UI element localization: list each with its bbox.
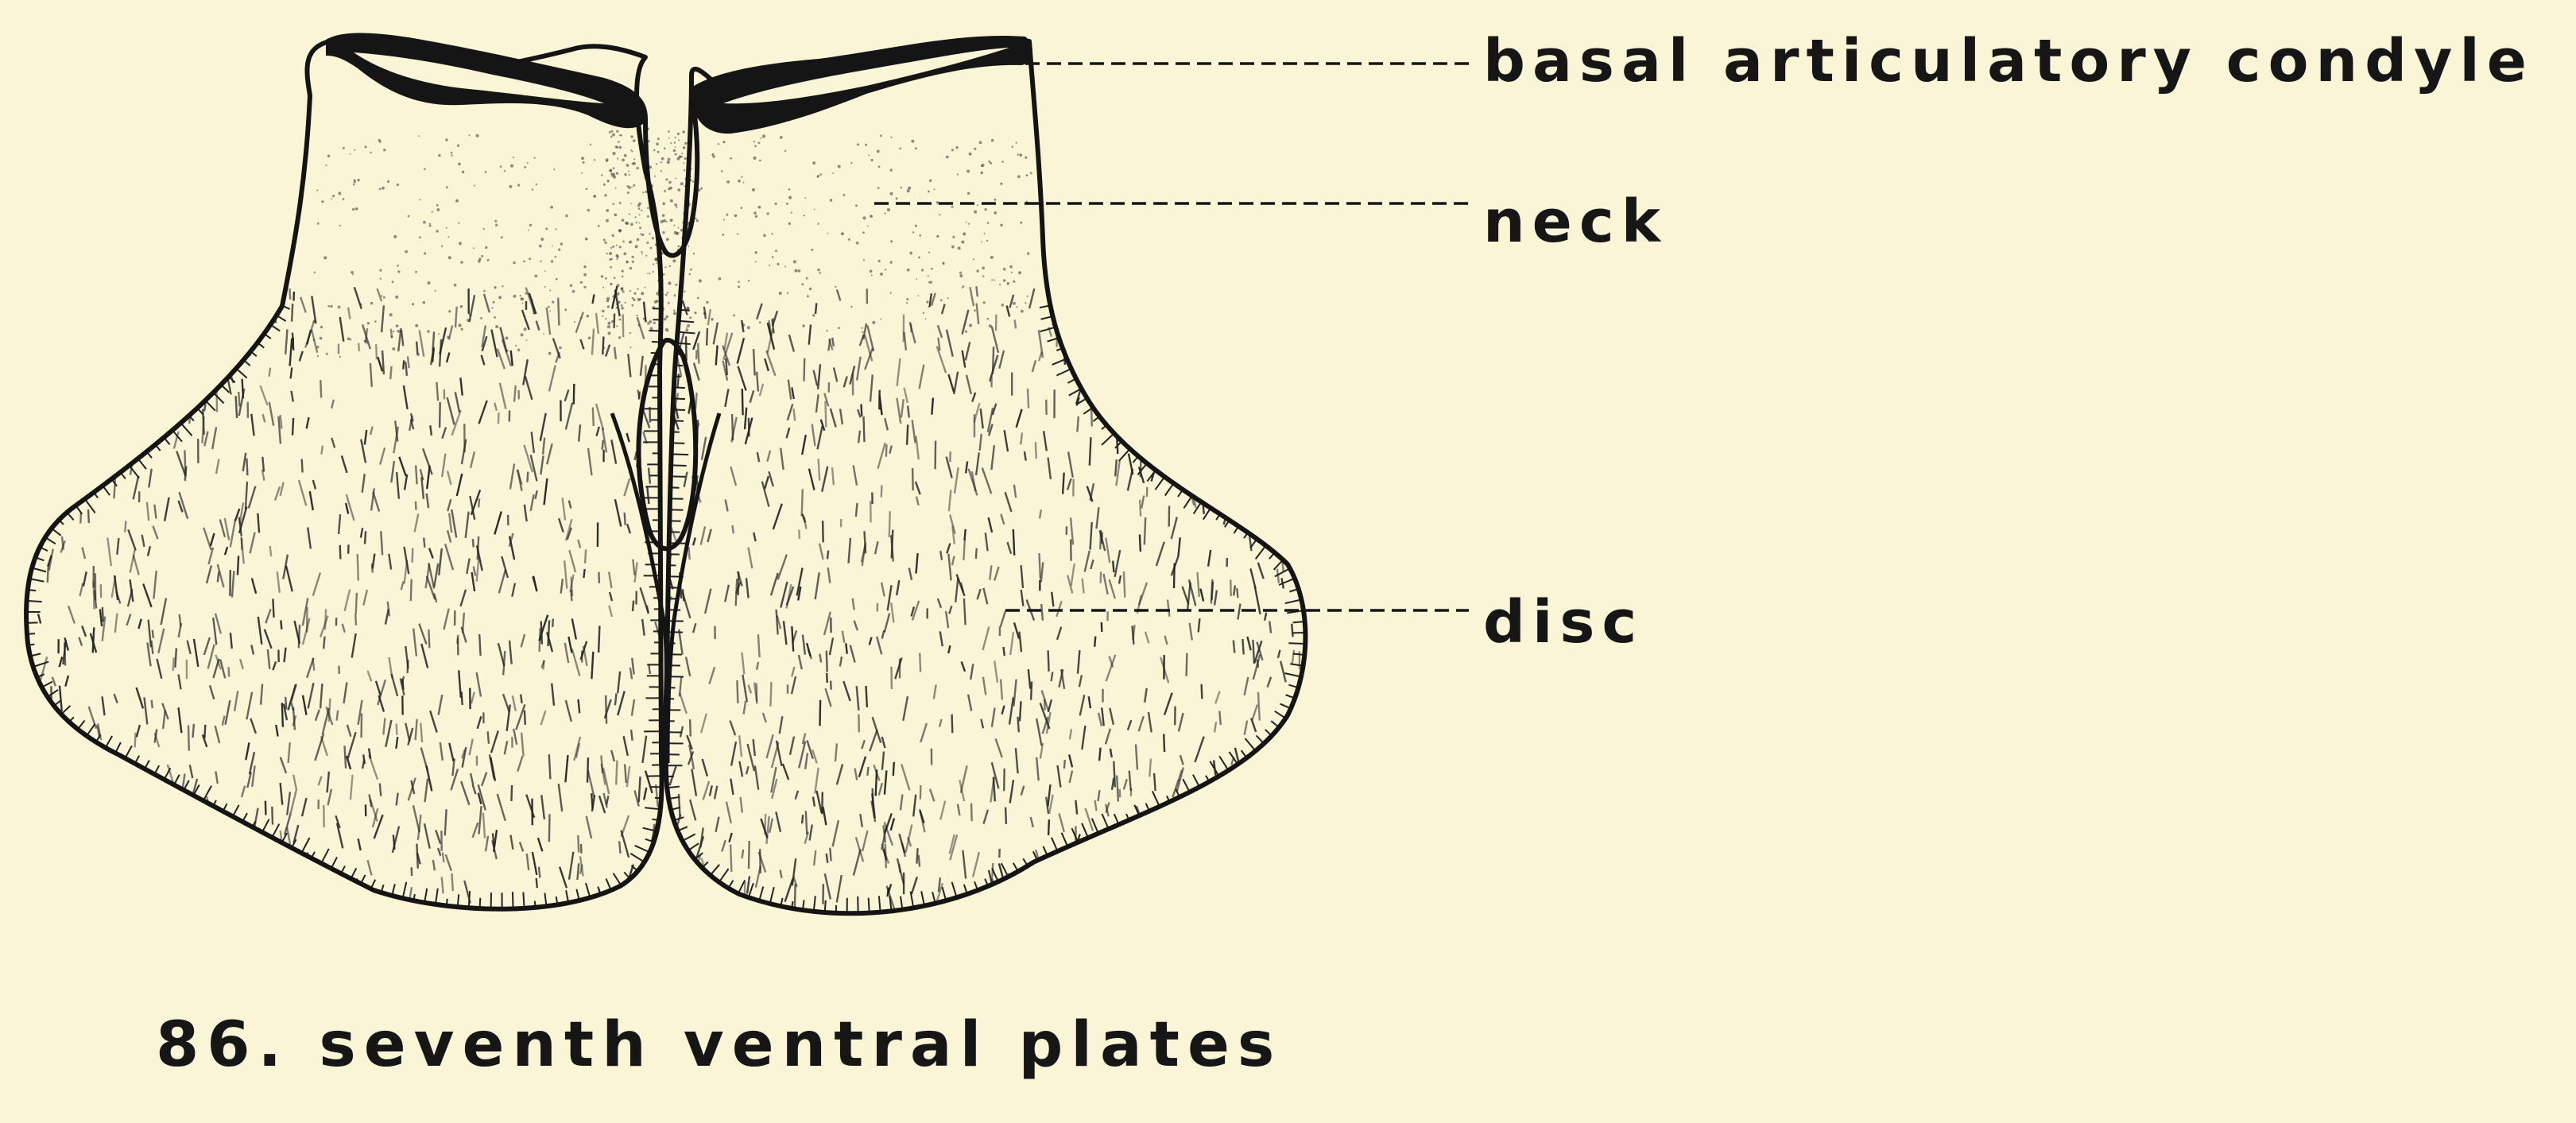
median-cleft: [612, 340, 719, 763]
basal-condyles: [326, 33, 1032, 134]
label-basal-articulatory-condyle: basal articulatory condyle: [1483, 27, 2534, 95]
label-disc: disc: [1483, 588, 1644, 656]
neck-stippling: [313, 128, 1032, 358]
leader-lines: [874, 64, 1469, 610]
label-neck: neck: [1483, 188, 1668, 256]
figure-caption: 86. seventh ventral plates: [156, 1009, 1282, 1081]
